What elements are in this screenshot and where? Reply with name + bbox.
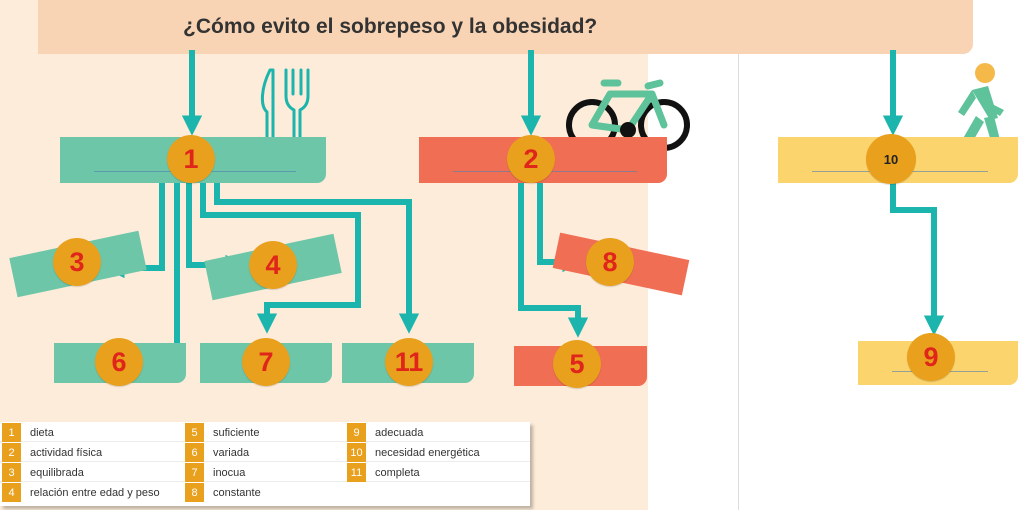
legend-text: relación entre edad y peso <box>30 486 160 499</box>
legend-item: 10 necesidad energética <box>347 443 480 462</box>
legend-text: constante <box>213 486 261 499</box>
legend-number: 10 <box>347 443 366 462</box>
page-divider <box>738 0 739 510</box>
legend-item: 11 completa <box>347 463 420 482</box>
legend-text: variada <box>213 446 250 459</box>
node-11-circle: 11 <box>385 338 433 386</box>
legend-number: 9 <box>347 423 366 442</box>
node-3-circle: 3 <box>53 238 101 286</box>
legend-text: dieta <box>30 426 54 439</box>
legend-item: 3 equilibrada <box>2 463 84 482</box>
legend-item: 9 adecuada <box>347 423 423 442</box>
node-9-circle: 9 <box>907 333 955 381</box>
node-2-circle: 2 <box>507 135 555 183</box>
legend-text: actividad física <box>30 446 103 459</box>
node-6-circle: 6 <box>95 338 143 386</box>
legend-number: 5 <box>185 423 204 442</box>
legend-text: suficiente <box>213 426 260 439</box>
node-1-circle: 1 <box>167 135 215 183</box>
legend-row-separator <box>0 481 530 482</box>
arrow-1-to-7 <box>200 178 361 334</box>
legend-number: 6 <box>185 443 204 462</box>
legend-item: 2 actividad física <box>2 443 102 462</box>
legend-number: 11 <box>347 463 366 482</box>
legend-number: 1 <box>2 423 21 442</box>
legend-item: 1 dieta <box>2 423 54 442</box>
legend-number: 8 <box>185 483 204 502</box>
node-10-circle: 10 <box>866 134 916 184</box>
legend-number: 7 <box>185 463 204 482</box>
legend-number: 2 <box>2 443 21 462</box>
legend-item: 4 relación entre edad y peso <box>2 483 160 502</box>
legend-text: necesidad energética <box>375 446 480 459</box>
node-5-circle: 5 <box>553 340 601 388</box>
legend-row-separator <box>0 441 530 442</box>
node-7-circle: 7 <box>242 338 290 386</box>
arrow-1-to-4 <box>186 180 246 276</box>
legend-item: 8 constante <box>185 483 261 502</box>
diagram-title: ¿Cómo evito el sobrepeso y la obesidad? <box>183 15 598 38</box>
legend-row-separator <box>0 461 530 462</box>
node-8-circle: 8 <box>586 238 634 286</box>
arrow-10-to-9 <box>890 180 945 336</box>
legend-number: 4 <box>2 483 21 502</box>
legend-item: 7 inocua <box>185 463 245 482</box>
legend-text: equilibrada <box>30 466 84 479</box>
node-4-circle: 4 <box>249 241 297 289</box>
arrow-2-to-5 <box>518 180 589 338</box>
arrow-1-to-11 <box>214 178 420 334</box>
legend-text: inocua <box>213 466 246 479</box>
legend-text: adecuada <box>375 426 424 439</box>
legend-number: 3 <box>2 463 21 482</box>
legend-text: completa <box>375 466 420 479</box>
legend-item: 6 variada <box>185 443 249 462</box>
legend-item: 5 suficiente <box>185 423 259 442</box>
title-band <box>38 0 973 54</box>
